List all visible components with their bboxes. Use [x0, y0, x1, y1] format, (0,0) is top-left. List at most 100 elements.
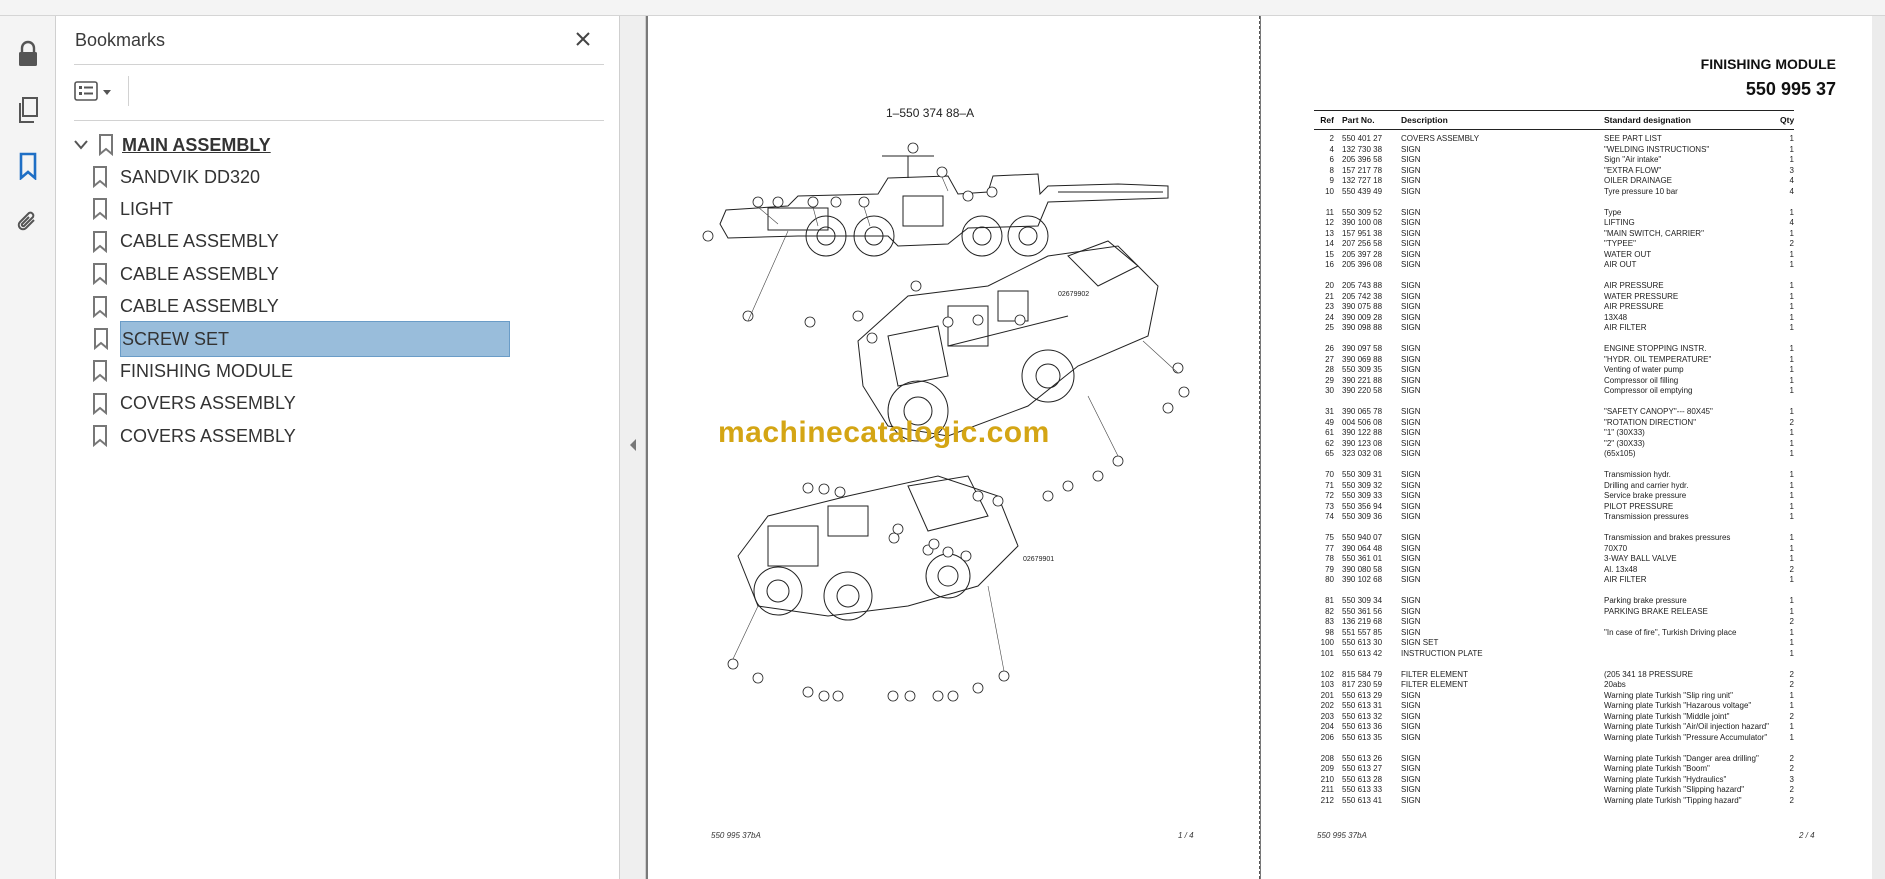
cell-qty: 1 — [1789, 428, 1794, 437]
cell-qty: 1 — [1789, 543, 1794, 553]
cell-part-no: 205 397 28 — [1342, 249, 1383, 259]
cell-description: SIGN — [1401, 606, 1421, 616]
cell-part-no: 205 396 08 — [1342, 260, 1383, 269]
cell-part-no: 157 951 38 — [1342, 228, 1383, 238]
document-viewer[interactable]: 1–550 374 88–A — [646, 16, 1872, 879]
cell-ref: 62 — [1325, 438, 1334, 448]
chevron-down-icon — [102, 84, 112, 102]
cell-qty: 2 — [1789, 680, 1794, 689]
cell-description: SIGN — [1401, 407, 1421, 416]
cell-ref: 27 — [1325, 354, 1334, 364]
cell-standard-designation: AIR OUT — [1604, 260, 1637, 269]
cell-part-no: 323 032 08 — [1342, 449, 1383, 458]
panel-collapse-handle[interactable] — [620, 16, 646, 879]
group-gap — [1314, 659, 1794, 670]
bookmark-label: SANDVIK DD320 — [120, 166, 261, 187]
cell-standard-designation: Transmission pressures — [1604, 512, 1689, 521]
cell-ref: 26 — [1325, 344, 1334, 353]
bookmark-label: CABLE ASSEMBLY — [120, 296, 279, 317]
chevron-down-icon[interactable] — [70, 140, 92, 150]
cell-standard-designation: "2" (30X33) — [1604, 438, 1645, 448]
cell-standard-designation: Parking brake pressure — [1604, 596, 1687, 605]
cell-ref: 13 — [1325, 228, 1334, 238]
pages-icon[interactable] — [8, 90, 48, 130]
machine-drawing — [702, 142, 1190, 702]
bookmark-label: COVERS ASSEMBLY — [120, 393, 296, 414]
footer-doc-number: 550 995 37bA — [711, 831, 761, 840]
cell-ref: 208 — [1320, 753, 1334, 763]
cell-qty: 1 — [1789, 690, 1794, 700]
bookmark-icon[interactable] — [8, 146, 48, 186]
cell-qty: 1 — [1789, 207, 1794, 217]
module-title: FINISHING MODULE — [1700, 56, 1836, 72]
cell-description: SIGN — [1401, 627, 1421, 637]
scrollbar[interactable] — [1872, 16, 1885, 879]
cell-qty: 4 — [1789, 176, 1794, 185]
bookmark-main-assembly[interactable]: MAIN ASSEMBLY — [70, 127, 271, 163]
cell-standard-designation: "WELDING INSTRUCTIONS" — [1604, 144, 1710, 154]
cell-standard-designation: Transmission and brakes pressures — [1604, 533, 1731, 542]
cell-part-no: 390 069 88 — [1342, 354, 1383, 364]
cell-ref: 101 — [1320, 648, 1334, 658]
cell-qty: 1 — [1789, 501, 1794, 511]
cell-ref: 201 — [1320, 690, 1334, 700]
options-button[interactable] — [74, 78, 122, 108]
cell-ref: 28 — [1325, 365, 1334, 374]
cell-qty: 3 — [1789, 774, 1794, 784]
cell-ref: 8 — [1329, 165, 1334, 175]
cell-standard-designation: Type — [1604, 207, 1622, 217]
cell-description: SIGN — [1401, 512, 1421, 521]
cell-part-no: 550 309 33 — [1342, 491, 1383, 500]
cell-standard-designation: Service brake pressure — [1604, 491, 1687, 500]
cell-qty: 2 — [1789, 239, 1794, 248]
cell-ref: 12 — [1325, 218, 1334, 227]
cell-description: SIGN — [1401, 732, 1421, 742]
cell-standard-designation: AIR FILTER — [1604, 323, 1647, 332]
cell-description: SIGN — [1401, 186, 1421, 196]
cell-qty: 1 — [1789, 606, 1794, 616]
cell-standard-designation: PILOT PRESSURE — [1604, 501, 1674, 511]
cell-description: SIGN — [1401, 543, 1421, 553]
cell-standard-designation: "MAIN SWITCH, CARRIER" — [1604, 228, 1704, 238]
bookmark-item[interactable]: SCREW SET — [94, 321, 510, 357]
cell-ref: 14 — [1325, 239, 1334, 248]
cell-description: SIGN — [1401, 218, 1421, 227]
bookmark-label: LIGHT — [120, 198, 174, 219]
cell-part-no: 205 743 88 — [1342, 281, 1383, 290]
cell-part-no: 550 613 30 — [1342, 638, 1383, 647]
cell-description: SIGN — [1401, 491, 1421, 500]
parts-table: Ref Part No. Description Standard design… — [1314, 110, 1794, 806]
lock-icon[interactable] — [8, 34, 48, 74]
cell-qty: 1 — [1789, 249, 1794, 259]
cell-description: SIGN — [1401, 774, 1421, 784]
cell-ref: 11 — [1325, 207, 1334, 217]
close-icon[interactable] — [570, 26, 596, 52]
cell-standard-designation: Al. 13x48 — [1604, 564, 1638, 574]
cell-part-no: 550 309 36 — [1342, 512, 1383, 521]
cell-part-no: 205 742 38 — [1342, 291, 1383, 301]
cell-description: SIGN — [1401, 596, 1421, 605]
cell-standard-designation: "HYDR. OIL TEMPERATURE" — [1604, 354, 1712, 364]
cell-qty: 2 — [1789, 795, 1794, 805]
cell-qty: 1 — [1789, 344, 1794, 353]
cell-ref: 71 — [1325, 480, 1334, 490]
cell-qty: 1 — [1789, 732, 1794, 742]
attachment-icon[interactable] — [8, 202, 48, 242]
cell-qty: 1 — [1789, 449, 1794, 458]
cell-qty: 1 — [1789, 554, 1794, 563]
cell-standard-designation: (65x105) — [1604, 449, 1636, 458]
